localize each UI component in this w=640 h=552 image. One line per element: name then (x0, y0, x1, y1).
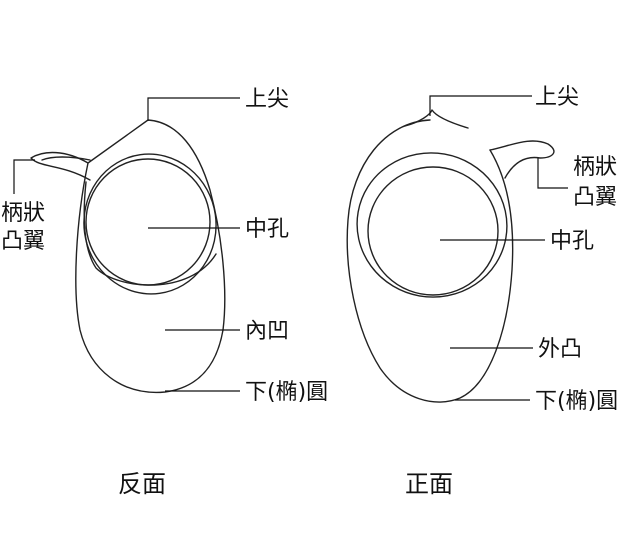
left-inner-edge (83, 181, 217, 286)
right-label-wing-line1: 柄狀 (573, 155, 617, 180)
left-label-center-hole: 中孔 (245, 217, 289, 242)
right-wing-outline (489, 140, 555, 179)
right-center-hole (367, 166, 499, 296)
left-label-top-tip: 上尖 (245, 87, 289, 112)
left-label-bottom: 下(椭)圓 (245, 380, 328, 405)
left-body-outline (75, 119, 226, 394)
left-label-wing-line1: 柄狀 (1, 201, 45, 226)
left-caption: 反面 (118, 470, 166, 498)
right-body-outline (346, 119, 514, 403)
left-top-tip-leader (147, 97, 240, 121)
right-label-center-hole: 中孔 (550, 229, 594, 254)
right-label-wing-line2: 凸翼 (573, 185, 617, 210)
left-label-concave: 內凹 (245, 319, 289, 344)
right-top-peak (404, 109, 469, 129)
left-wing-outline (30, 151, 91, 181)
left-center-hole-rim (83, 153, 217, 295)
right-label-top-tip: 上尖 (535, 85, 579, 110)
left-wing-leader (13, 159, 35, 194)
left-label-wing-line2: 凸翼 (1, 229, 45, 254)
left-figure (30, 119, 226, 394)
right-figure (346, 109, 555, 403)
right-label-bottom: 下(椭)圓 (535, 389, 618, 414)
right-center-hole-rim (356, 152, 508, 298)
right-wing-leader (537, 158, 568, 189)
right-top-tip-leader (429, 95, 532, 116)
left-wing-inner (41, 156, 91, 161)
left-center-hole (85, 158, 211, 286)
right-caption: 正面 (405, 470, 453, 498)
right-label-convex: 外凸 (538, 337, 582, 362)
